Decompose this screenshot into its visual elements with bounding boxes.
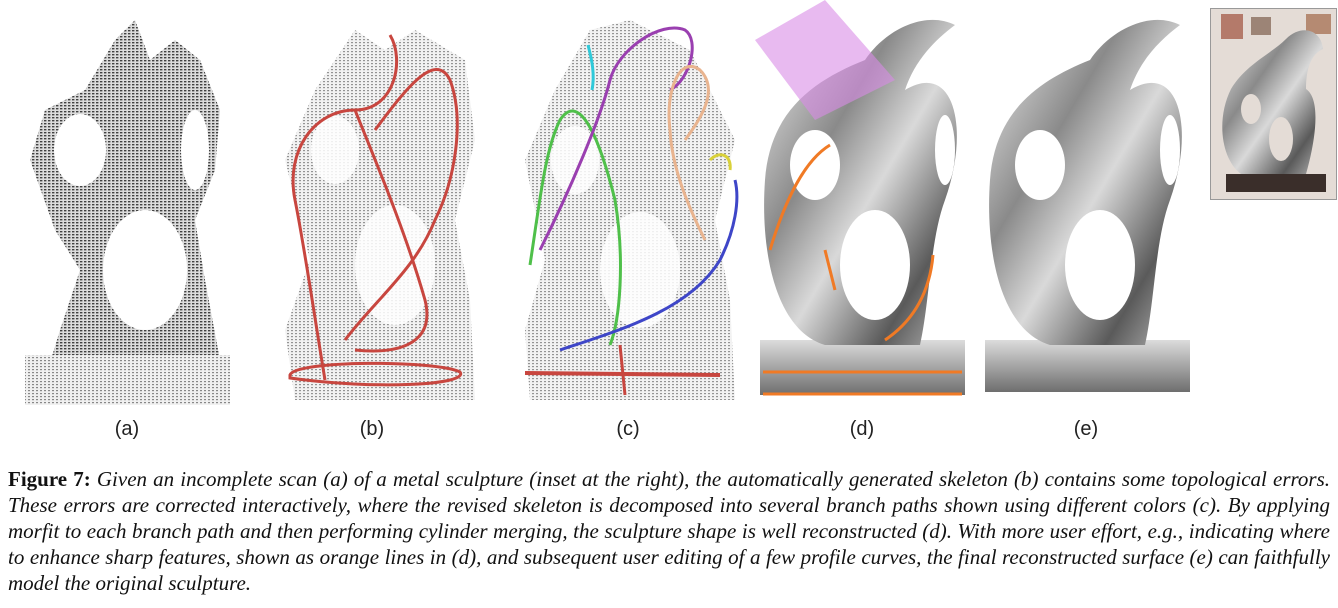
panel-label-b: (b): [359, 418, 385, 440]
panel-label-d: (d): [849, 418, 875, 440]
branch-curves: [524, 26, 739, 396]
figure-label: Figure 7:: [8, 467, 91, 491]
branch-paths-figure: [524, 20, 739, 400]
scan-point-cloud: [25, 20, 230, 405]
figure-caption: Figure 7: Given an incomplete scan (a) o…: [8, 466, 1330, 596]
panel-label-e: (e): [1073, 418, 1099, 440]
sculpture-base: [760, 340, 965, 395]
panel-b-skeleton: [255, 0, 500, 405]
panel-c-branches: [500, 0, 755, 405]
panel-label-a: (a): [114, 418, 140, 440]
original-sculpture-photo: [1211, 9, 1336, 199]
final-sculpture: [985, 19, 1190, 392]
scan-body: [25, 20, 230, 405]
reconstructed-sculpture: [755, 0, 965, 396]
panel-label-c: (c): [616, 418, 640, 440]
panel-a-scan: [0, 0, 250, 405]
sharp-feature-lines: [763, 143, 962, 396]
cutting-plane: [755, 0, 895, 120]
inset-photo: [1210, 8, 1337, 200]
panel-d-reconstructed: [755, 0, 970, 405]
panel-e-final: [980, 0, 1195, 405]
skeleton-figure: [285, 30, 475, 400]
skeleton-curves: [288, 34, 463, 387]
caption-text: Given an incomplete scan (a) of a metal …: [8, 467, 1331, 595]
final-base: [985, 340, 1190, 392]
